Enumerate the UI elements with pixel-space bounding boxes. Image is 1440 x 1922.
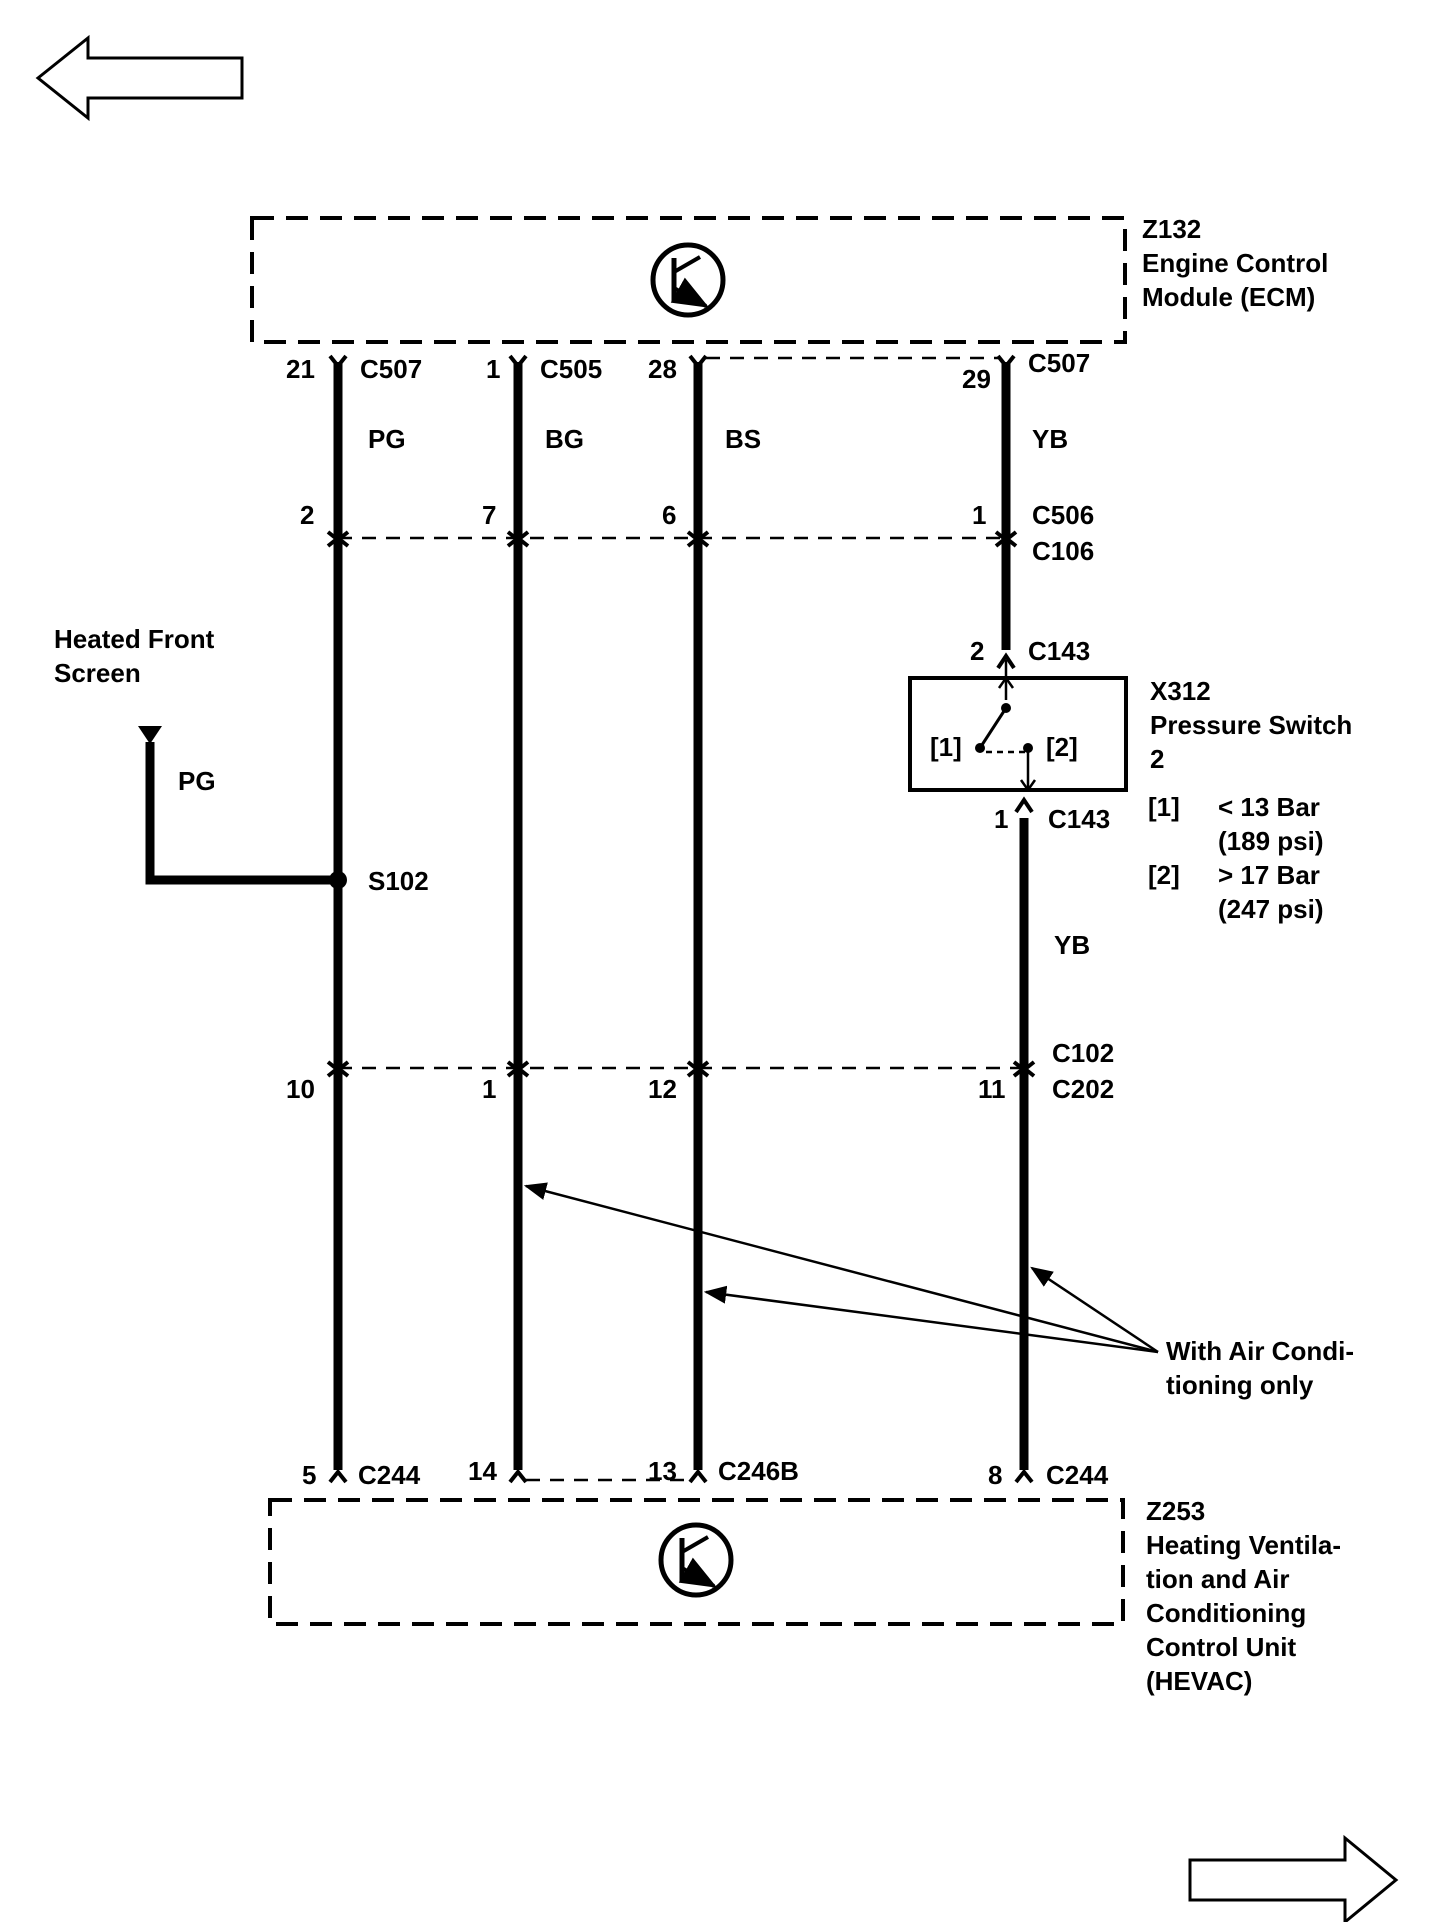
heated-screen-label-line2: Screen — [54, 658, 141, 688]
hevac-module: Z253 Heating Ventila- tion and Air Condi… — [268, 1496, 1341, 1696]
ecm-name-line2: Module (ECM) — [1142, 282, 1315, 312]
connector-label: C143 — [1028, 636, 1090, 666]
inline-pin-symbols-c102 — [326, 1060, 1036, 1078]
hevac-name-line5: (HEVAC) — [1146, 1666, 1252, 1696]
pin-label: 2 — [300, 500, 314, 530]
connector-label: C246B — [718, 1456, 799, 1486]
legend-value: > 17 Bar — [1218, 860, 1320, 890]
wire-color-label: YB — [1054, 930, 1090, 960]
pin-label: 7 — [482, 500, 496, 530]
connector-label: C244 — [358, 1460, 421, 1490]
pin-label: 11 — [978, 1074, 1006, 1104]
pin-label: 14 — [468, 1456, 497, 1486]
hevac-id: Z253 — [1146, 1496, 1205, 1526]
pin-label: 5 — [302, 1460, 316, 1490]
legend-value: (247 psi) — [1218, 894, 1324, 924]
connector-label: C106 — [1032, 536, 1094, 566]
connector-label: C143 — [1048, 804, 1110, 834]
wire-color-label: YB — [1032, 424, 1068, 454]
connector-label: C507 — [360, 354, 422, 384]
bottom-pin-symbols — [328, 1468, 1034, 1484]
pin-label: 2 — [970, 636, 984, 666]
ecm-name-line1: Engine Control — [1142, 248, 1328, 278]
pin-label: 21 — [286, 354, 315, 384]
legend-key: [2] — [1148, 860, 1180, 890]
top-pin-symbols — [328, 354, 1016, 370]
connector-label: C244 — [1046, 1460, 1109, 1490]
splice-dot — [329, 871, 347, 889]
pin-label: 8 — [988, 1460, 1002, 1490]
switch-pos2-label: [2] — [1046, 732, 1078, 762]
note-line2: tioning only — [1166, 1370, 1314, 1400]
pressure-switch: [1] [2] — [908, 652, 1128, 814]
wire-color-label: PG — [178, 766, 216, 796]
legend-value: (189 psi) — [1218, 826, 1324, 856]
connector-label: C505 — [540, 354, 602, 384]
legend-key: [1] — [1148, 792, 1180, 822]
back-arrow-icon[interactable] — [35, 34, 244, 122]
heated-screen-label-line1: Heated Front — [54, 624, 215, 654]
wire-color-label: PG — [368, 424, 406, 454]
transistor-icon — [650, 242, 726, 318]
pin-label: 1 — [994, 804, 1008, 834]
switch-id: X312 — [1150, 676, 1211, 706]
connector-label: C506 — [1032, 500, 1094, 530]
pin-label: 13 — [648, 1456, 677, 1486]
pin-label: 12 — [648, 1074, 677, 1104]
hevac-name-line2: tion and Air — [1146, 1564, 1289, 1594]
legend-value: < 13 Bar — [1218, 792, 1320, 822]
heated-screen-branch — [138, 726, 347, 889]
ecm-id: Z132 — [1142, 214, 1201, 244]
switch-pos1-label: [1] — [930, 732, 962, 762]
switch-name-line1: Pressure Switch — [1150, 710, 1352, 740]
connector-label: C202 — [1052, 1074, 1114, 1104]
hevac-name-line4: Control Unit — [1146, 1632, 1297, 1662]
connector-label: C507 — [1028, 348, 1090, 378]
forward-arrow-icon[interactable] — [1188, 1834, 1399, 1922]
splice-label: S102 — [368, 866, 429, 896]
pin-label: 6 — [662, 500, 676, 530]
inline-pin-symbols-c506 — [326, 530, 1018, 548]
pin-label: 29 — [962, 364, 991, 394]
connector-label: C102 — [1052, 1038, 1114, 1068]
note-arrows — [523, 1182, 1159, 1354]
hevac-name-line3: Conditioning — [1146, 1598, 1306, 1628]
pin-label: 1 — [972, 500, 986, 530]
wire-color-label: BG — [545, 424, 584, 454]
pin-label: 10 — [286, 1074, 315, 1104]
pin-label: 1 — [486, 354, 500, 384]
note-line1: With Air Condi- — [1166, 1336, 1354, 1366]
pin-label: 1 — [482, 1074, 496, 1104]
pin-label: 28 — [648, 354, 677, 384]
wire-color-label: BS — [725, 424, 761, 454]
hevac-name-line1: Heating Ventila- — [1146, 1530, 1341, 1560]
transistor-icon — [658, 1522, 734, 1598]
ecm-module: Z132 Engine Control Module (ECM) — [250, 214, 1328, 344]
switch-name-line2: 2 — [1150, 744, 1164, 774]
